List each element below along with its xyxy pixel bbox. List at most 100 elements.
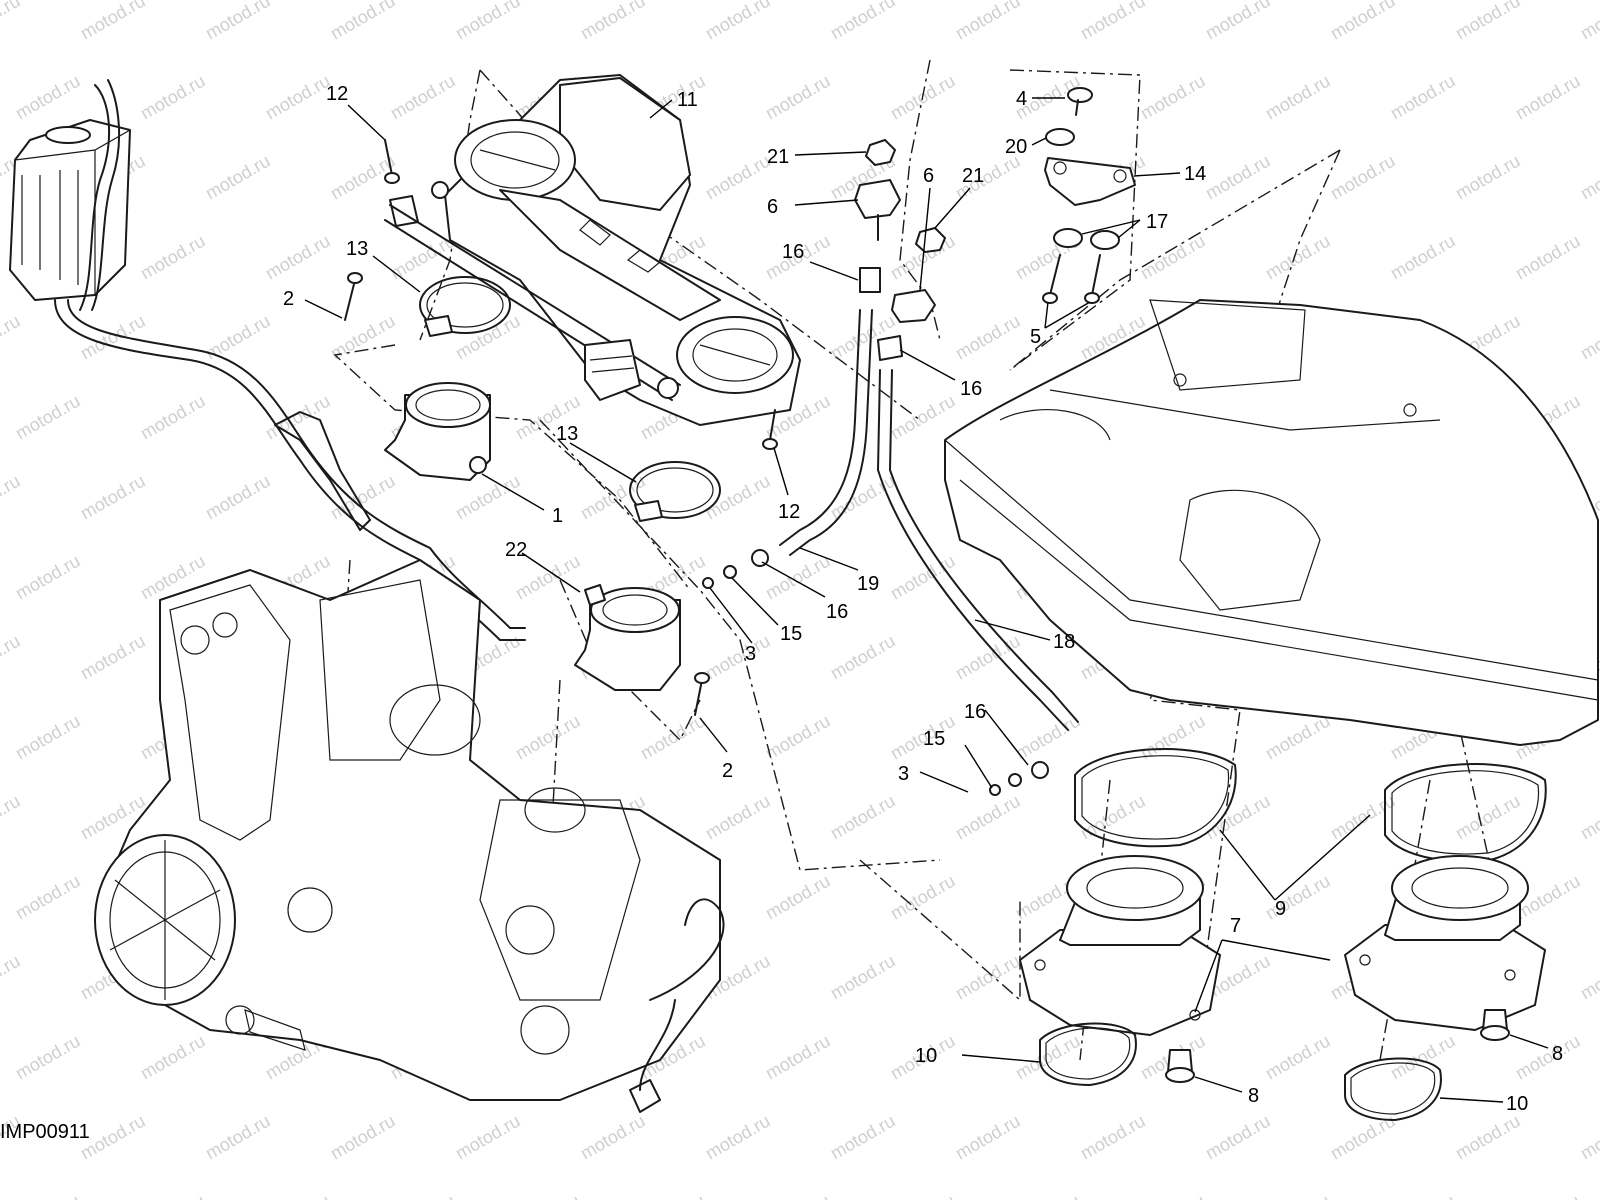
watermark-text: motod.ru xyxy=(887,1191,959,1200)
air-box xyxy=(944,299,1599,746)
watermark-text: motod.ru xyxy=(202,311,274,364)
callout-14: 14 xyxy=(1184,163,1206,185)
watermark-text: motod.ru xyxy=(12,71,84,124)
watermark-text: motod.ru xyxy=(452,1111,524,1164)
watermark-text: motod.ru xyxy=(1202,791,1274,844)
gasket-9-right xyxy=(1384,762,1547,863)
hose-clamp-13-upper xyxy=(419,276,511,337)
nut-21-right xyxy=(915,227,946,253)
callout-13-lower: 13 xyxy=(556,423,578,445)
watermark-text: motod.ru xyxy=(12,551,84,604)
watermark-text: motod.ru xyxy=(1577,1111,1600,1164)
watermark-text: motod.ru xyxy=(137,71,209,124)
callout-20: 20 xyxy=(1005,136,1027,158)
watermark-text: motod.ru xyxy=(952,631,1024,684)
watermark-text: motod.ru xyxy=(702,151,774,204)
watermark-text: motod.ru xyxy=(1077,791,1149,844)
hose-clamp-13-lower xyxy=(629,461,721,522)
watermark-text: motod.ru xyxy=(577,0,649,43)
watermark-text: motod.ru xyxy=(1012,711,1084,764)
watermark-text: motod.ru xyxy=(1452,151,1524,204)
watermark-text: motod.ru xyxy=(762,871,834,924)
callout-3-lower: 3 xyxy=(898,763,909,785)
watermark-text: motod.ru xyxy=(702,471,774,524)
watermark-text: motod.ru xyxy=(12,1191,84,1200)
watermark-text: motod.ru xyxy=(762,1031,834,1084)
watermark-text: motod.ru xyxy=(1577,0,1600,43)
screw-4 xyxy=(1067,87,1093,116)
watermark-text: motod.ru xyxy=(77,0,149,43)
watermark-text: motod.ru xyxy=(952,311,1024,364)
watermark-text: motod.ru xyxy=(1577,951,1600,1004)
watermark-text: motod.ru xyxy=(1262,711,1334,764)
watermark-text: motod.ru xyxy=(1577,151,1600,204)
watermark-text: motod.ru xyxy=(1262,1031,1334,1084)
watermark-text: motod.ru xyxy=(452,0,524,43)
watermark-text: motod.ru xyxy=(1327,1111,1399,1164)
sensor-6-left xyxy=(854,179,901,241)
watermark-text: motod.ru xyxy=(1327,0,1399,43)
watermark-text: motod.ru xyxy=(762,71,834,124)
o-ring-10-right xyxy=(1344,1057,1442,1121)
watermark-text: motod.ru xyxy=(1452,791,1524,844)
watermark-text: motod.ru xyxy=(762,1191,834,1200)
intake-funnel-7-left xyxy=(1019,855,1221,1036)
callout-labels: 11 12 13 2 13 1 12 22 2 3 15 16 19 18 21… xyxy=(283,83,1563,1115)
grommet-17-left xyxy=(1053,228,1083,248)
callout-2-lower: 2 xyxy=(722,760,733,782)
hose-fittings xyxy=(702,267,1049,796)
watermark-text: motod.ru xyxy=(12,1031,84,1084)
watermark-text: motod.ru xyxy=(1202,1111,1274,1164)
sensor-6-right xyxy=(891,289,936,323)
watermark-text: motod.ru xyxy=(327,0,399,43)
watermark-text: motod.ru xyxy=(952,951,1024,1004)
callout-16-right: 16 xyxy=(960,378,982,400)
screw-2-upper xyxy=(344,272,363,321)
watermark-text: motod.ru xyxy=(327,1111,399,1164)
leader-lines xyxy=(304,97,1549,1103)
watermark-text: motod.ru xyxy=(0,0,24,43)
breather-hose-19 xyxy=(779,309,873,556)
watermark-text: motod.ru xyxy=(1077,1111,1149,1164)
watermark-text: motod.ru xyxy=(202,1111,274,1164)
watermark-text: motod.ru xyxy=(827,951,899,1004)
watermark-text: motod.ru xyxy=(827,631,899,684)
callout-12-top: 12 xyxy=(326,83,348,105)
callout-18: 18 xyxy=(1053,631,1075,653)
watermark-text: motod.ru xyxy=(952,0,1024,43)
watermark-text: motod.ru xyxy=(1137,231,1209,284)
washer-20 xyxy=(1045,128,1075,146)
watermark-text: motod.ru xyxy=(202,0,274,43)
watermark-text: motod.ru xyxy=(702,791,774,844)
callout-6-right: 6 xyxy=(923,165,934,187)
watermark-text: motod.ru xyxy=(77,471,149,524)
watermark-text: motod.ru xyxy=(137,231,209,284)
callout-16-lower: 16 xyxy=(964,701,986,723)
watermark-text: motod.ru xyxy=(952,1111,1024,1164)
watermark-text: motod.ru xyxy=(262,71,334,124)
callout-16-upper-left: 16 xyxy=(826,601,848,623)
watermark-text: motod.ru xyxy=(137,1031,209,1084)
watermark-text: motod.ru xyxy=(702,1111,774,1164)
nut-21-left xyxy=(865,139,896,166)
watermark-text: motod.ru xyxy=(1512,231,1584,284)
watermark-text: motod.ru xyxy=(0,951,24,1004)
watermark-text: motod.ru xyxy=(387,1191,459,1200)
watermark-text: motod.ru xyxy=(887,391,959,444)
watermark-text: motod.ru xyxy=(827,0,899,43)
screw-8-left xyxy=(1165,1049,1195,1083)
watermark-text: motod.ru xyxy=(1512,1031,1584,1084)
watermark-text: motod.ru xyxy=(1262,71,1334,124)
engine-block xyxy=(94,559,725,1113)
callout-17: 17 xyxy=(1146,211,1168,233)
watermark-text: motod.ru xyxy=(387,71,459,124)
callout-13-top: 13 xyxy=(346,238,368,260)
watermark-text: motod.ru xyxy=(1387,1031,1459,1084)
screw-12-top xyxy=(384,139,400,184)
screw-8-right xyxy=(1480,1009,1510,1041)
watermark-text: motod.ru xyxy=(1327,151,1399,204)
watermark-text: motod.ru xyxy=(512,711,584,764)
watermark-text: motod.ru xyxy=(202,151,274,204)
o-ring-10-left xyxy=(1039,1022,1137,1086)
callout-9: 9 xyxy=(1275,898,1286,920)
